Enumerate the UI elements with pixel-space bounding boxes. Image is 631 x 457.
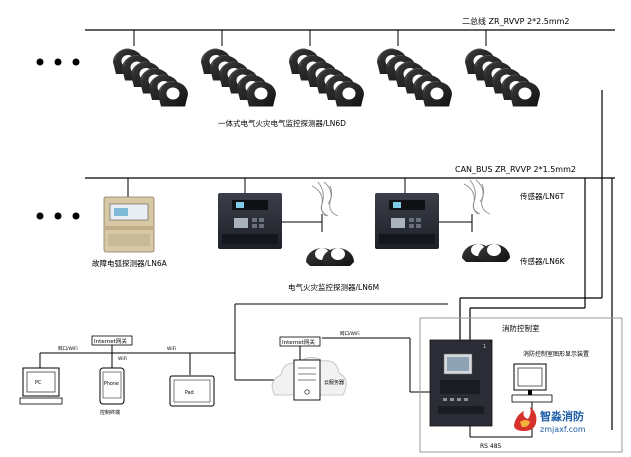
ln6t-sensor-1 (311, 181, 339, 217)
ct-ring (334, 80, 364, 107)
ln6d-label: 一体式电气火灾电气监控探测器/LN6D (218, 118, 346, 128)
ln6d-detector-group (201, 30, 276, 107)
phone-label: Phone (104, 381, 119, 387)
brand-logo: 智淼消防 zmjaxf.com (514, 407, 586, 434)
gateway-left-label: Internet网关 (94, 337, 127, 345)
wifi-label-4: 网口/WiFi (340, 331, 360, 337)
top-bus-label: 二总线 ZR_RVVP 2*2.5mm2 (462, 16, 570, 26)
ln6m-label: 电气火灾监控探测器/LN6M (288, 282, 379, 292)
wifi-label-2: WiFi (118, 356, 127, 362)
gateway-left: Internet网关 (91, 335, 133, 346)
ct-ring (422, 80, 452, 107)
cloud-server: 云服务器 (271, 357, 347, 401)
gateway-mid: Internet网关 (279, 336, 321, 347)
ln6d-detector-groups (113, 30, 540, 107)
phone-device: Phone (99, 367, 125, 405)
wifi-label-1: 网口/WiFi (58, 346, 78, 352)
ct-ring (158, 80, 188, 107)
ln6d-detector-group (289, 30, 364, 107)
ln6m-panel-1 (218, 178, 323, 249)
control-cabinet: 1 (429, 339, 493, 427)
pad-label: Pad (185, 390, 194, 396)
ln6a-label: 故障电弧探测器/LN6A (92, 258, 168, 268)
gateway-mid-label: Internet网关 (282, 338, 315, 346)
ct-ring (510, 80, 540, 107)
logo-name: 智淼消防 (540, 409, 584, 423)
ln6k-label: 传感器/LN6K (520, 256, 566, 266)
cabinet-badge: 1 (483, 344, 486, 350)
ln6d-detector-group (464, 30, 540, 107)
ct-ring (246, 80, 276, 107)
ln6d-detector-group (113, 30, 188, 107)
ln6k-ct-1 (306, 248, 354, 266)
display-device-label: 消防控制室图形显示装置 (523, 350, 589, 358)
rs485-label: RS 485 (480, 443, 502, 450)
ellipsis-bottom (36, 212, 80, 220)
control-room: 消防控制室 1 消防控制室图形显示装置 RS 485 (419, 317, 623, 453)
ln6d-detector-group (377, 30, 452, 107)
ln6k-ct-2 (462, 244, 510, 262)
ellipsis-top (36, 58, 80, 66)
logo-url: zmjaxf.com (540, 425, 586, 434)
can-bus-label: CAN_BUS ZR_RVVP 2*1.5mm2 (455, 165, 576, 174)
ln6m-panel-2 (375, 178, 473, 249)
bus-lines (85, 29, 615, 430)
terminal-caption: 控制终端 (100, 409, 120, 416)
pc-device: PC (19, 367, 63, 405)
flame-icon (514, 407, 537, 431)
wifi-label-3: WiFi (167, 346, 176, 352)
control-room-title: 消防控制室 (502, 323, 540, 333)
display-device: 消防控制室图形显示装置 (511, 350, 589, 403)
pad-device: Pad (169, 375, 215, 407)
pc-label: PC (35, 380, 42, 386)
ln6a-module (103, 178, 155, 253)
ln6t-label: 传感器/LN6T (520, 191, 565, 201)
ln6t-sensor-2 (463, 179, 491, 215)
server-label: 云服务器 (324, 379, 344, 386)
